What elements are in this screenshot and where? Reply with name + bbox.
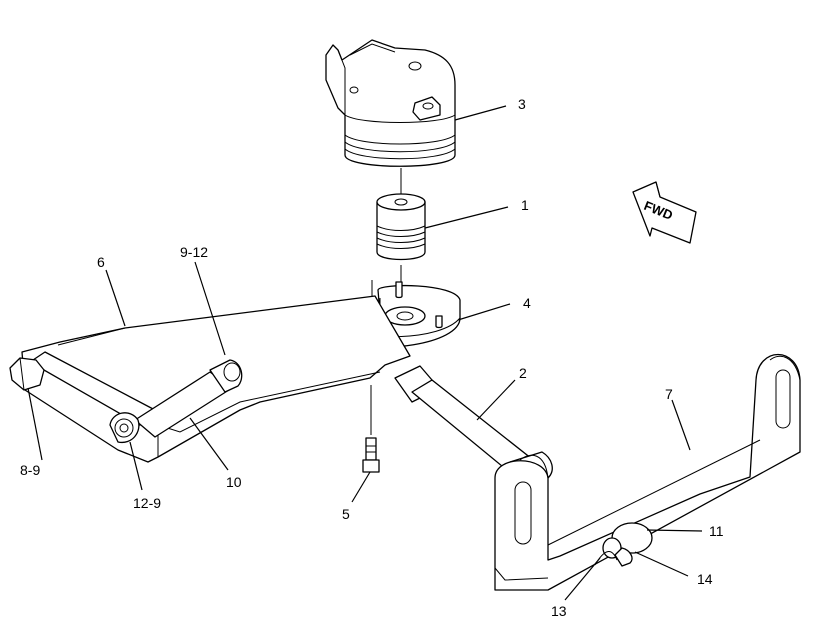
forward-direction-arrow: FWD — [633, 182, 696, 243]
callout-13: 13 — [551, 603, 567, 619]
callout-8-9: 8-9 — [20, 462, 40, 478]
callout-11: 11 — [709, 523, 724, 539]
callout-7: 7 — [665, 386, 673, 402]
bracket — [495, 355, 800, 591]
leader-lines — [28, 106, 702, 600]
pin-assembly — [595, 523, 652, 566]
callout-4: 4 — [523, 295, 531, 311]
coupling — [377, 194, 425, 260]
callout-14: 14 — [697, 571, 713, 587]
callout-10: 10 — [226, 474, 242, 490]
callout-labels: 3 1 4 6 9-12 2 7 8-9 12-9 10 5 11 14 13 — [20, 96, 724, 619]
rod-assembly — [10, 352, 242, 442]
callout-3: 3 — [518, 96, 526, 112]
sensor-housing — [326, 40, 455, 166]
callout-5: 5 — [342, 506, 350, 522]
callout-1: 1 — [521, 197, 529, 213]
callout-6: 6 — [97, 254, 105, 270]
bolt — [363, 385, 379, 472]
callout-12-9: 12-9 — [133, 495, 161, 511]
callout-9-12: 9-12 — [180, 244, 208, 260]
callout-2: 2 — [519, 365, 527, 381]
